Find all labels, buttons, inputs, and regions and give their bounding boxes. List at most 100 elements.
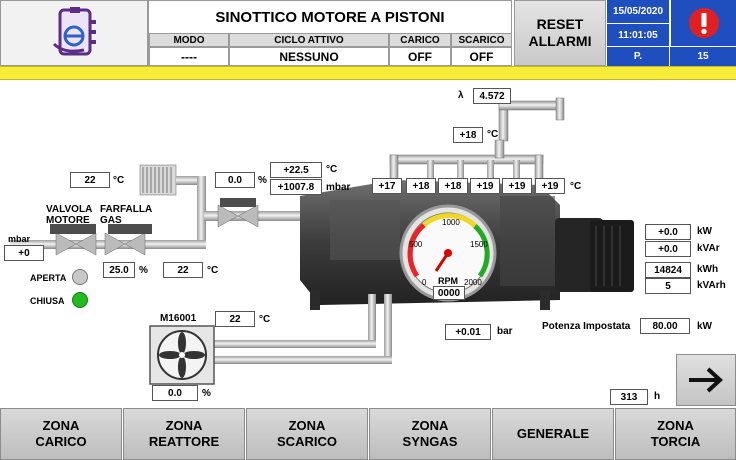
exhaust-collector-unit: °C [487,129,499,140]
gauge-tick-2000: 2000 [464,278,482,287]
gauge-tick-1500: 1500 [470,240,488,249]
gas-throttle-percent-unit: % [139,265,148,276]
valve-open-label: APERTA [30,273,67,283]
load-value: OFF [389,47,451,66]
radiator-fan-icon [149,325,215,385]
reset-alarms-button[interactable]: RESET ALLARMI [514,0,606,66]
oil-pressure: +0.01 [445,324,491,340]
gauge-tick-500: 500 [409,240,423,249]
active-power: +0.0 [645,224,691,240]
reactive-energy: 5 [645,278,691,294]
cooler-temp: 22 [215,311,255,327]
cooler-temp-unit: °C [259,314,271,325]
intake-heater-coil [139,164,177,196]
coil-temp: 22 [70,172,110,188]
nav-label-1: ZONA [657,418,694,433]
cylinder-2-temp: +18 [406,178,436,194]
air-pressure: +1007.8 [270,179,322,195]
nav-label-2: CARICO [35,434,87,449]
unload-header: SCARICO [451,33,512,47]
active-cycle-value: NESSUNO [229,47,389,66]
setpoint-label: Potenza Impostata [542,321,631,332]
oil-pressure-unit: bar [497,326,513,337]
cylinder-1-temp: +17 [372,178,402,194]
valve-closed-label: CHIUSA [30,296,65,306]
page-number: 15 [670,46,736,66]
setpoint-value[interactable]: 80.00 [640,318,690,334]
active-energy: 14824 [645,262,691,278]
nav-label-2: TORCIA [650,434,701,449]
active-cycle-header: CICLO ATTIVO [229,33,389,47]
rpm-gauge [399,204,497,302]
cooling-piping [213,294,392,364]
synoptic-diagram [10,97,634,385]
throttle-percent-unit: % [258,175,267,186]
cylinder-4-temp: +19 [470,178,500,194]
intake-piping [10,176,304,256]
gas-pressure-unit: mbar [8,234,31,244]
status-bar [0,66,736,80]
nav-label-1: ZONA [288,418,326,433]
engine-hours: 313 [610,389,648,405]
arrow-right-icon [689,367,723,393]
mode-header: MODO [149,33,229,47]
fan-percent-unit: % [202,388,211,399]
active-energy-unit: kWh [697,264,719,275]
nav-label-2: SYNGAS [402,434,458,449]
gas-temp: 22 [163,262,203,278]
nav-label-2: SCARICO [277,434,337,449]
unload-value: OFF [451,47,512,66]
reset-label-2: ALLARMI [528,33,592,49]
active-power-unit: kW [697,226,712,237]
nav-label-2: REATTORE [148,434,220,449]
gas-throttle-percent: 25.0 [103,262,135,278]
setpoint-unit: kW [697,321,712,332]
gas-temp-unit: °C [207,265,219,276]
exhaust-collector-temp: +18 [453,127,483,143]
title-block: SINOTTICO MOTORE A PISTONI MODO CICLO AT… [148,0,512,66]
alarm-icon[interactable] [671,0,736,46]
nav-label-1: ZONA [411,418,449,433]
rpm-label: RPM [438,276,458,286]
air-pressure-unit: mbar [326,182,351,193]
company-logo [0,0,148,66]
generator [555,218,634,292]
gas-pressure: +0 [4,245,44,261]
valve-open-lamp [72,269,88,285]
gauge-tick-0: 0 [422,278,427,287]
lambda-symbol: λ [458,90,464,101]
throttle-gas-label-2: GAS [100,215,122,226]
nav-generale[interactable]: GENERALE [492,408,614,460]
cylinder-6-temp: +19 [535,178,565,194]
air-temp-unit: °C [326,164,338,175]
mode-value: ---- [149,47,229,66]
load-header: CARICO [389,33,451,47]
air-temp: +22.5 [270,162,322,178]
reactive-power: +0.0 [645,241,691,257]
cooler-tag: M16001 [160,313,197,324]
reactive-energy-unit: kVArh [697,280,726,291]
valve-label-2: MOTORE [46,215,90,226]
cylinder-3-temp: +18 [438,178,468,194]
engine-hours-unit: h [654,391,661,402]
nav-label-1: ZONA [165,418,203,433]
reactive-power-unit: kVAr [697,243,720,254]
page-label: P. [607,46,670,66]
nav-label-1: ZONA [42,418,80,433]
reset-label-1: RESET [536,16,584,32]
cylinder-5-temp: +19 [502,178,532,194]
valve-closed-lamp [72,292,88,308]
page-title: SINOTTICO MOTORE A PISTONI [215,8,445,26]
coil-temp-unit: °C [113,175,125,186]
gauge-tick-1000: 1000 [442,218,460,227]
lambda-value: 4.572 [473,88,511,104]
cylinder-temp-unit: °C [570,181,582,192]
time-display: 11:01:05 [607,23,670,46]
rpm-value: 0000 [433,286,465,300]
next-page-button[interactable] [676,354,736,406]
